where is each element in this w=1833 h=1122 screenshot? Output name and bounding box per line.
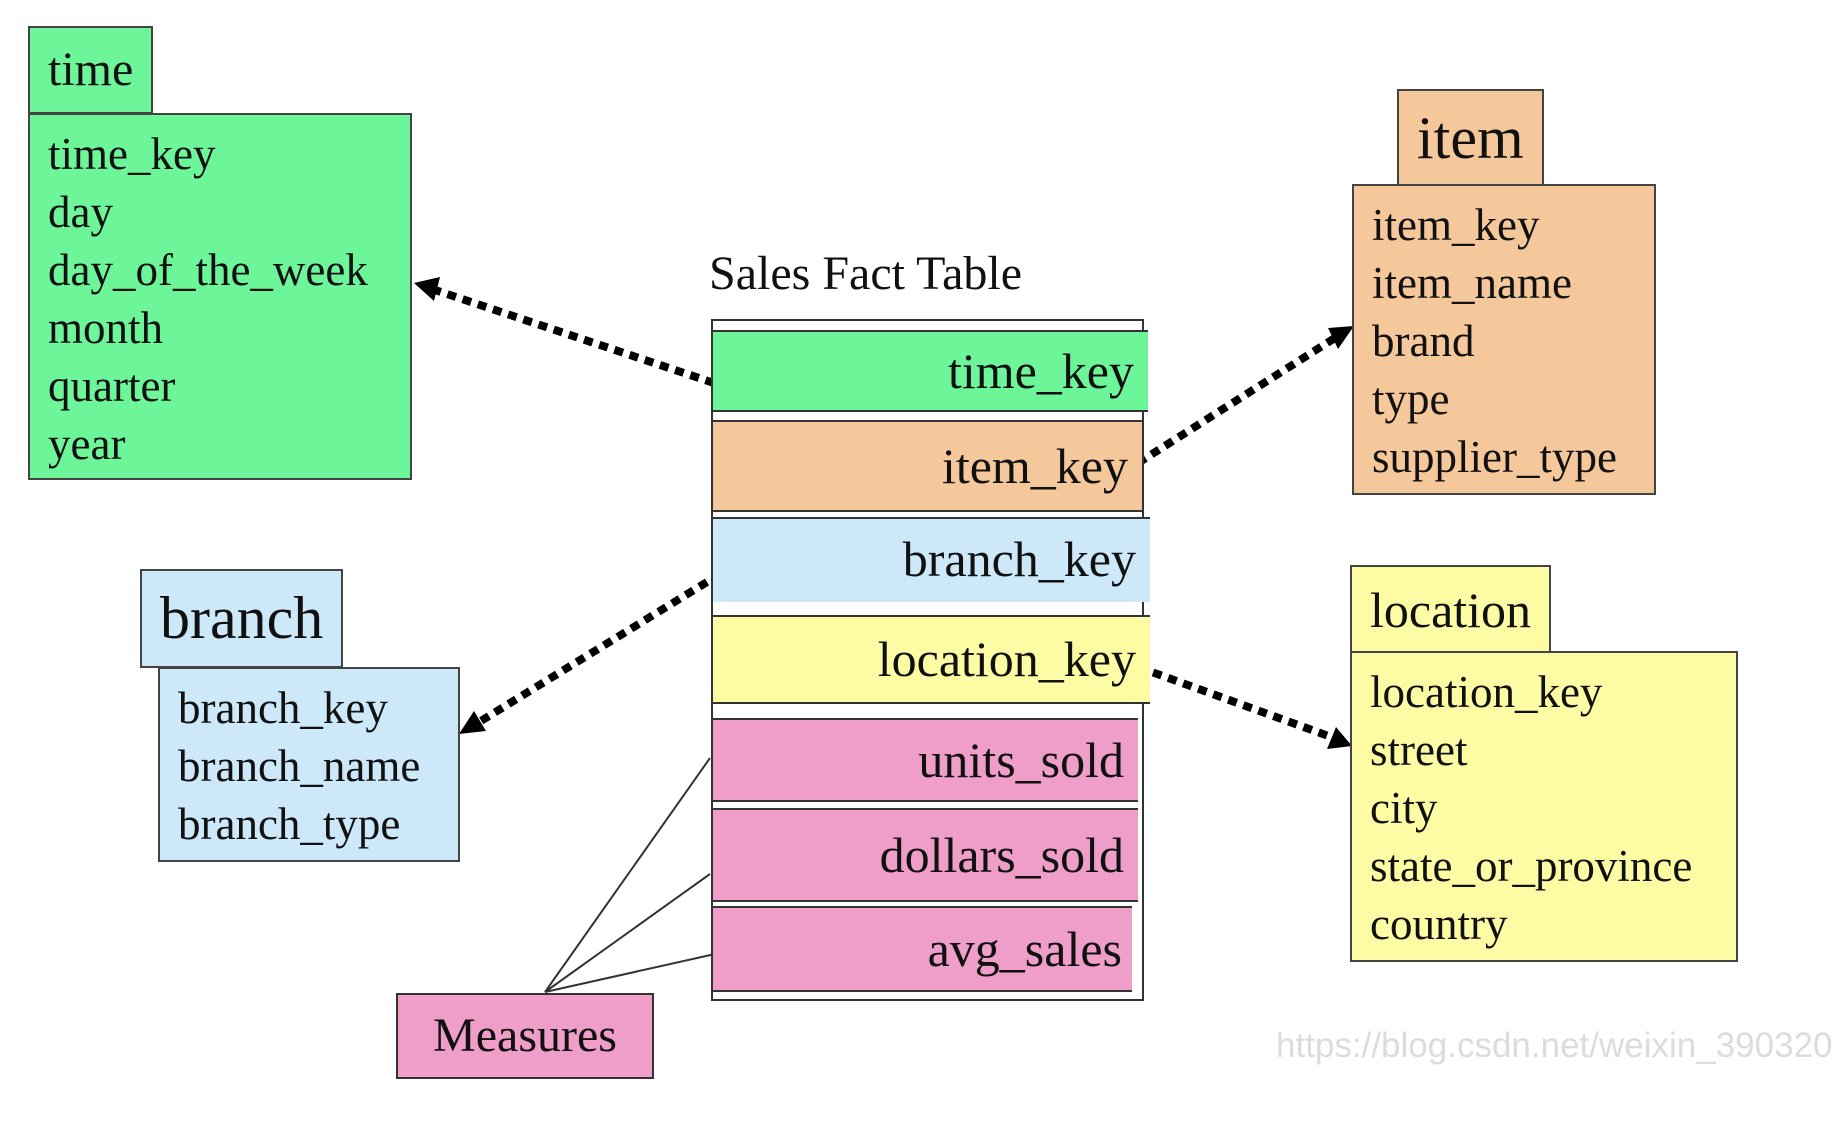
measures-label: Measures <box>396 993 654 1079</box>
arrow-location <box>1136 663 1352 749</box>
time-attribute: day <box>48 187 113 237</box>
fact-row-branch-key: branch_key <box>713 517 1150 602</box>
item-attribute: type <box>1372 374 1450 424</box>
fact-row-dollars-sold: dollars_sold <box>713 808 1138 902</box>
branch-attribute: branch_name <box>178 741 421 791</box>
fact-row-avg-sales: avg_sales <box>713 906 1132 992</box>
location-dimension-box: location_key street city state_or_provin… <box>1350 651 1738 962</box>
time-dimension-title: time <box>28 26 154 114</box>
branch-attribute: branch_key <box>178 683 388 733</box>
item-attribute: item_key <box>1372 200 1540 250</box>
location-dimension-title-text: location <box>1370 582 1532 638</box>
branch-dimension-box: branch_key branch_name branch_type <box>158 667 460 862</box>
location-attribute: city <box>1370 783 1438 833</box>
fact-table-title: Sales Fact Table <box>709 247 1023 300</box>
item-dimension-title: item <box>1397 89 1544 188</box>
fact-row-time-key: time_key <box>713 330 1148 412</box>
item-dimension-box: item_key item_name brand type supplier_t… <box>1352 184 1656 495</box>
arrow-branch <box>459 578 710 734</box>
connectors-layer <box>414 277 1354 993</box>
time-dimension-box: time_key day day_of_the_week month quart… <box>28 113 412 480</box>
item-attribute: brand <box>1372 316 1475 366</box>
branch-attribute: branch_type <box>178 799 401 849</box>
location-attribute: street <box>1370 725 1468 775</box>
time-attribute: day_of_the_week <box>48 245 368 295</box>
time-dimension-title-text: time <box>48 43 134 96</box>
item-dimension-title-text: item <box>1417 105 1524 171</box>
location-attribute: state_or_province <box>1370 841 1693 891</box>
fact-row-item-key: item_key <box>713 420 1142 512</box>
location-attribute: location_key <box>1370 667 1603 717</box>
branch-dimension-title-text: branch <box>160 585 324 651</box>
measure-lines <box>544 757 734 993</box>
fact-row-units-sold: units_sold <box>713 718 1138 802</box>
time-attribute: year <box>48 419 126 469</box>
time-attribute: quarter <box>48 361 176 411</box>
watermark-text: https://blog.csdn.net/weixin_390320 <box>1276 1026 1833 1065</box>
time-attribute: time_key <box>48 129 216 179</box>
arrow-time <box>414 277 716 387</box>
measures-label-text: Measures <box>433 1009 617 1062</box>
item-attribute: supplier_type <box>1372 432 1617 482</box>
fact-row-location-key: location_key <box>713 615 1150 704</box>
item-attribute: item_name <box>1372 258 1572 308</box>
location-dimension-title: location <box>1350 565 1552 655</box>
location-attribute: country <box>1370 899 1508 949</box>
time-attribute: month <box>48 303 164 353</box>
branch-dimension-title: branch <box>140 569 344 668</box>
arrow-item <box>1135 326 1354 467</box>
